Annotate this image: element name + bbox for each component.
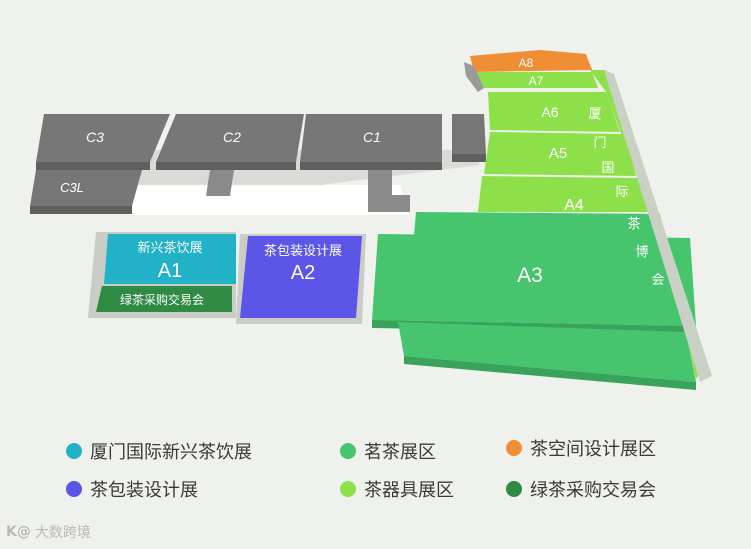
hall-a8-label: A8	[519, 56, 534, 70]
legend-swatch	[66, 443, 82, 459]
legend-swatch	[340, 481, 356, 497]
vertical-label-char: 博	[635, 245, 648, 260]
hall-a3-lower[interactable]	[398, 322, 696, 390]
hall-a2[interactable]: 茶包装设计展 A2	[236, 234, 366, 324]
watermark-logo: K@	[6, 524, 31, 540]
hall-c3-label: C3	[86, 129, 104, 145]
hall-a4-label: A4	[564, 197, 584, 214]
vertical-label-char: 国	[601, 161, 614, 176]
hall-a1-subtitle: 绿茶采购交易会	[120, 292, 204, 307]
legend-item-green-tea-trade[interactable]: 绿茶采购交易会	[506, 476, 656, 502]
legend-swatch	[506, 440, 522, 456]
legend-item-famous-tea[interactable]: 茗茶展区	[340, 438, 436, 464]
hall-a5[interactable]: A5	[484, 132, 636, 176]
hall-c3l[interactable]: C3L	[30, 170, 142, 214]
hall-annex[interactable]	[452, 114, 486, 162]
watermark-text: 大数跨境	[34, 525, 91, 541]
hall-c2[interactable]: C2	[156, 114, 304, 170]
hall-c1-label: C1	[363, 129, 381, 145]
hall-a7-label: A7	[529, 74, 544, 88]
vertical-label-char: 际	[615, 185, 628, 200]
hall-a6[interactable]: A6	[488, 92, 620, 132]
hall-c2-label: C2	[223, 129, 241, 145]
legend-label: 厦门国际新兴茶饮展	[90, 442, 252, 463]
legend-label: 茶包装设计展	[90, 480, 198, 501]
hall-a4[interactable]: A4	[478, 176, 648, 214]
legend-swatch	[506, 481, 522, 497]
hall-a1-code: A1	[158, 260, 182, 282]
connector-gray	[206, 170, 410, 212]
legend-label: 茶器具展区	[364, 480, 454, 501]
hall-a1-title: 新兴茶饮展	[137, 240, 202, 255]
legend-label: 绿茶采购交易会	[530, 480, 656, 501]
hall-a7[interactable]: A7	[474, 72, 598, 88]
watermark: K@ 大数跨境	[6, 522, 91, 542]
legend-item-new-tea-drink[interactable]: 厦门国际新兴茶饮展	[66, 438, 252, 464]
venue-vertical-label: 厦 门 国 际 茶 博 会	[588, 107, 664, 288]
hall-c1[interactable]: C1	[300, 114, 442, 170]
vertical-label-char: 门	[593, 136, 606, 151]
hall-a1[interactable]: 新兴茶饮展 A1 绿茶采购交易会	[88, 232, 236, 318]
hall-a5-label: A5	[549, 145, 567, 162]
hall-a2-code: A2	[291, 262, 315, 284]
hall-c3l-label: C3L	[60, 180, 84, 195]
hall-a3-upper[interactable]	[414, 212, 664, 238]
hall-a3-label: A3	[517, 264, 543, 287]
vertical-label-char: 会	[651, 273, 664, 288]
vertical-label-char: 茶	[627, 216, 640, 232]
legend-label: 茶空间设计展区	[530, 439, 656, 460]
hall-side-wall	[464, 62, 484, 92]
legend-item-tea-packaging[interactable]: 茶包装设计展	[66, 476, 198, 502]
hall-c3[interactable]: C3	[36, 114, 170, 170]
legend-item-tea-space-design[interactable]: 茶空间设计展区	[506, 435, 656, 461]
vertical-label-char: 厦	[588, 107, 601, 122]
hall-a8[interactable]: A8	[470, 50, 592, 72]
legend-label: 茗茶展区	[364, 442, 436, 463]
legend-swatch	[66, 481, 82, 497]
hall-a2-title: 茶包装设计展	[264, 243, 342, 258]
legend-swatch	[340, 443, 356, 459]
legend-item-tea-ware[interactable]: 茶器具展区	[340, 476, 454, 502]
hall-a6-label: A6	[541, 104, 558, 120]
corridor-right	[590, 70, 712, 382]
